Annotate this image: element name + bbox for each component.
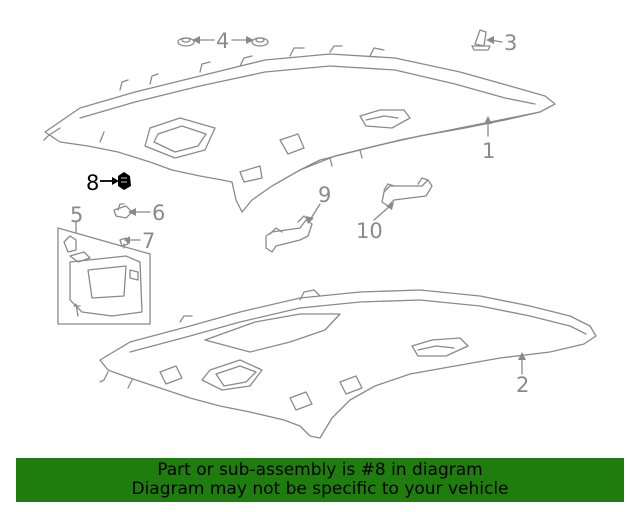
headliner-2 xyxy=(99,289,597,439)
arrow-6 xyxy=(128,208,136,216)
callout-1: 1 xyxy=(482,139,495,163)
banner-line-1: Part or sub-assembly is #8 in diagram xyxy=(157,460,483,480)
clip-part-3 xyxy=(471,29,491,51)
parts-diagram: 1 2 3 4 5 6 7 8 9 10 xyxy=(43,29,597,439)
arrow-2 xyxy=(518,352,526,360)
arrow-7 xyxy=(124,236,130,244)
callout-3: 3 xyxy=(504,31,517,55)
arrow-4-left xyxy=(192,36,200,44)
callout-7: 7 xyxy=(142,229,155,253)
grab-handle-part-10 xyxy=(381,177,433,207)
clip-part-8-highlighted[interactable] xyxy=(100,172,131,190)
callout-5: 5 xyxy=(70,203,83,227)
arrow-10 xyxy=(386,202,394,210)
grommet-part-4-left xyxy=(177,37,195,47)
info-banner: Part or sub-assembly is #8 in diagram Di… xyxy=(16,458,624,502)
grommet-part-4-right xyxy=(251,37,269,47)
leader-9 xyxy=(309,203,321,221)
callout-9: 9 xyxy=(318,183,331,207)
callout-10: 10 xyxy=(356,219,383,243)
clip-part-6 xyxy=(113,203,133,219)
arrow-3 xyxy=(486,36,494,44)
banner-line-2: Diagram may not be specific to your vehi… xyxy=(131,479,509,499)
callout-4: 4 xyxy=(216,29,229,53)
callout-8[interactable]: 8 xyxy=(86,171,99,195)
headliner-1 xyxy=(43,45,556,213)
sun-visor-part-5 xyxy=(57,227,151,325)
callout-2: 2 xyxy=(516,373,529,397)
callout-6: 6 xyxy=(152,201,165,225)
arrow-1 xyxy=(484,116,492,124)
grab-handle-part-9 xyxy=(265,215,313,253)
arrow-9 xyxy=(306,216,314,224)
leader-10 xyxy=(373,205,391,221)
arrow-4-right xyxy=(246,36,254,44)
